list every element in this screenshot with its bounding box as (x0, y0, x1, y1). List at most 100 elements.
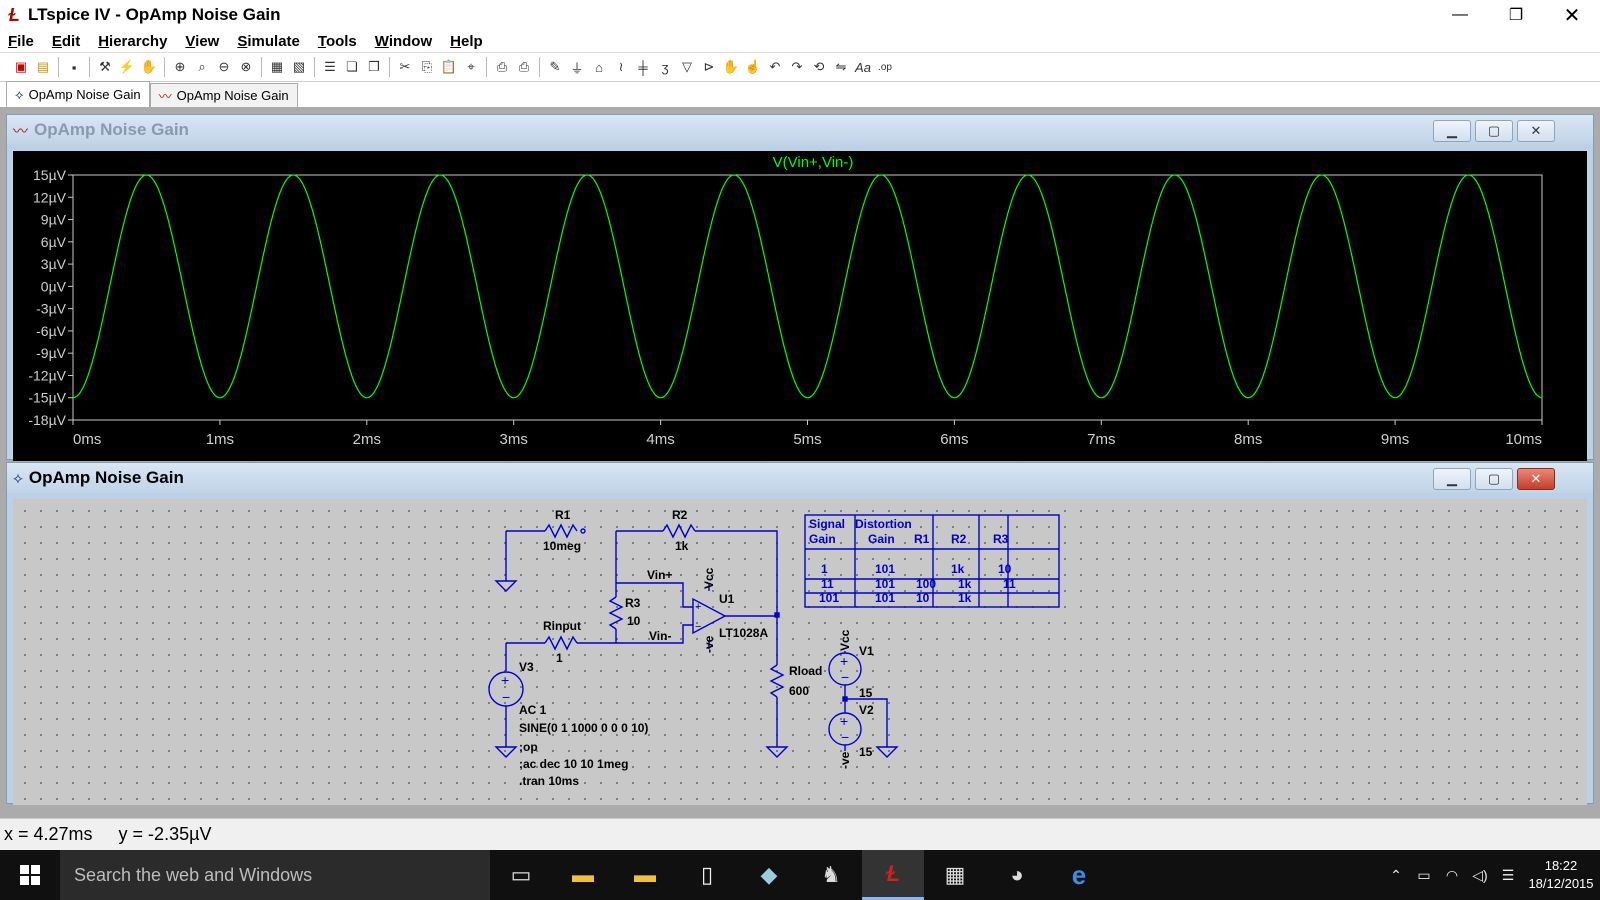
x-tick-label: 3ms (500, 431, 528, 448)
maximize-icon[interactable]: ▢ (1475, 468, 1513, 490)
task-view-icon[interactable]: ▭ (510, 862, 532, 887)
volume-icon[interactable]: ◁) (1472, 866, 1488, 883)
file-explorer-icon[interactable]: ▬ (572, 862, 594, 887)
restore-icon[interactable]: ❐ (1508, 7, 1524, 24)
resistor-r1[interactable] (544, 523, 578, 539)
menu-view[interactable]: View (185, 32, 220, 50)
ground-icon[interactable]: ⏚ (570, 60, 584, 76)
tab-waveform[interactable]: 〰 OpAmp Noise Gain (149, 83, 298, 107)
ground-symbol (494, 580, 518, 592)
print-setup-icon[interactable]: ⎙ (496, 59, 508, 74)
open-folder-icon[interactable]: ▤ (36, 59, 50, 74)
copy-icon[interactable]: ⎘ (421, 59, 433, 74)
tile-horizontal-icon[interactable]: ☰ (324, 59, 336, 74)
paste-icon[interactable]: 📋 (440, 59, 458, 74)
autorange-icon[interactable]: ▦ (270, 59, 284, 74)
clock[interactable]: 18:22 18/12/2015 (1522, 857, 1600, 893)
pan-icon[interactable]: ⌕ (198, 59, 206, 74)
action-center-icon[interactable]: ☰ (1501, 866, 1515, 883)
ltspice-taskbar-icon[interactable]: Ɫ (862, 850, 924, 900)
tile-vertical-icon[interactable]: ❐ (368, 59, 380, 74)
inductor-icon[interactable]: ʒ (661, 59, 669, 75)
table-cell: 11 (1003, 577, 1016, 591)
tab-schematic[interactable]: ⟡ OpAmp Noise Gain (6, 81, 150, 107)
app-icon[interactable]: ◆ (760, 862, 778, 887)
rotate-icon[interactable]: ⟲ (813, 59, 825, 74)
spice-directive-icon[interactable]: .op (878, 61, 892, 73)
fox-app-icon[interactable]: ♞ (821, 862, 841, 887)
net-vin-plus: Vin+ (647, 568, 672, 582)
capacitor-icon[interactable]: ╪ (638, 59, 648, 75)
maximize-icon[interactable]: ▢ (1475, 120, 1513, 142)
wifi-icon[interactable]: ◠ (1445, 866, 1459, 883)
drag-hand-icon[interactable]: ☝ (744, 59, 762, 74)
schematic-canvas[interactable]: + − + − + − + − R1 10meg R2 1k Vin+ R3 (13, 499, 1587, 805)
folder-icon[interactable]: ▬ (634, 862, 656, 887)
draw-wire-icon[interactable]: ✎ (549, 59, 561, 74)
resistor-rinput[interactable] (544, 635, 578, 651)
move-hand-icon[interactable]: ✋ (722, 59, 740, 74)
redo-icon[interactable]: ↷ (791, 59, 803, 74)
directive-ac[interactable]: ;ac dec 10 10 1meg (519, 757, 628, 771)
text-icon[interactable]: Aa (855, 59, 871, 75)
directive-op[interactable]: ;op (519, 740, 538, 754)
zoom-fit-icon[interactable]: ⊗ (240, 59, 252, 74)
menu-help[interactable]: Help (450, 32, 483, 50)
menu-window[interactable]: Window (374, 32, 433, 50)
resistor-icon[interactable]: ≀ (618, 59, 624, 74)
schematic-icon: ⟡ (13, 469, 23, 487)
v1-value: 15 (859, 686, 873, 700)
calculator-icon[interactable]: ▦ (944, 862, 966, 887)
close-icon[interactable]: ✕ (1563, 4, 1581, 27)
minimize-icon[interactable]: ▁ (1433, 120, 1471, 142)
close-icon[interactable]: ✕ (1517, 120, 1555, 142)
save-icon[interactable]: ▪ (71, 59, 77, 75)
new-schematic-icon[interactable]: ▣ (14, 59, 28, 74)
menu-tools[interactable]: Tools (317, 32, 357, 50)
trace-v-vin[interactable] (72, 174, 1543, 399)
diode-icon[interactable]: ▽ (682, 59, 692, 74)
minimize-icon[interactable]: ▁ (1433, 468, 1471, 490)
net-vcc: Vcc (838, 629, 852, 651)
print-icon[interactable]: ⎙ (518, 59, 530, 74)
paint-icon[interactable]: ◕ (1010, 862, 1024, 887)
control-panel-icon[interactable]: ⚒ (99, 59, 111, 74)
toolbar-separator (486, 57, 487, 77)
menu-edit[interactable]: Edit (51, 32, 81, 50)
document-icon[interactable]: ▯ (700, 862, 714, 887)
halt-icon[interactable]: ✋ (140, 59, 158, 74)
resistor-r2[interactable] (662, 523, 696, 539)
label-net-icon[interactable]: ⌂ (595, 59, 603, 75)
waveform-window-header: 〰 OpAmp Noise Gain ▁ ▢ ✕ (7, 115, 1593, 145)
run-icon[interactable]: ⚡ (118, 59, 136, 74)
menu-simulate[interactable]: Simulate (237, 32, 300, 50)
start-button[interactable] (0, 850, 60, 900)
wire-vin-minus (616, 624, 693, 644)
edge-browser-icon[interactable]: e (1071, 859, 1087, 890)
table-cell: 101 (875, 577, 895, 591)
menu-hierarchy[interactable]: Hierarchy (98, 32, 168, 50)
find-icon[interactable]: ⌖ (467, 59, 475, 74)
rload-name: Rload (789, 664, 822, 678)
close-icon[interactable]: ✕ (1517, 468, 1555, 490)
mirror-icon[interactable]: ⇋ (835, 59, 847, 74)
minimize-icon[interactable]: — (1452, 6, 1468, 23)
opamp-u1[interactable] (692, 597, 727, 635)
resistor-r3[interactable] (608, 596, 624, 630)
component-icon[interactable]: ⊳ (703, 59, 715, 74)
chevron-up-icon[interactable]: ⌃ (1390, 866, 1402, 883)
taskbar-search[interactable]: Search the web and Windows (60, 850, 490, 900)
zoom-in-icon[interactable]: ⊕ (174, 59, 186, 74)
waveform-window: 〰 OpAmp Noise Gain ▁ ▢ ✕ V(Vin+,Vin-) 15… (6, 114, 1594, 461)
grid-icon[interactable]: ▧ (292, 59, 306, 74)
cascade-icon[interactable]: ❏ (346, 59, 358, 74)
directive-tran[interactable]: .tran 10ms (519, 774, 579, 788)
cut-icon[interactable]: ✂ (399, 59, 411, 74)
zoom-out-icon[interactable]: ⊖ (218, 59, 230, 74)
trace-label[interactable]: V(Vin+,Vin-) (773, 154, 854, 171)
battery-icon[interactable]: ▭ (1417, 866, 1431, 883)
resistor-rload[interactable] (769, 664, 785, 698)
menu-file[interactable]: File (8, 32, 34, 50)
undo-icon[interactable]: ↶ (769, 59, 781, 74)
